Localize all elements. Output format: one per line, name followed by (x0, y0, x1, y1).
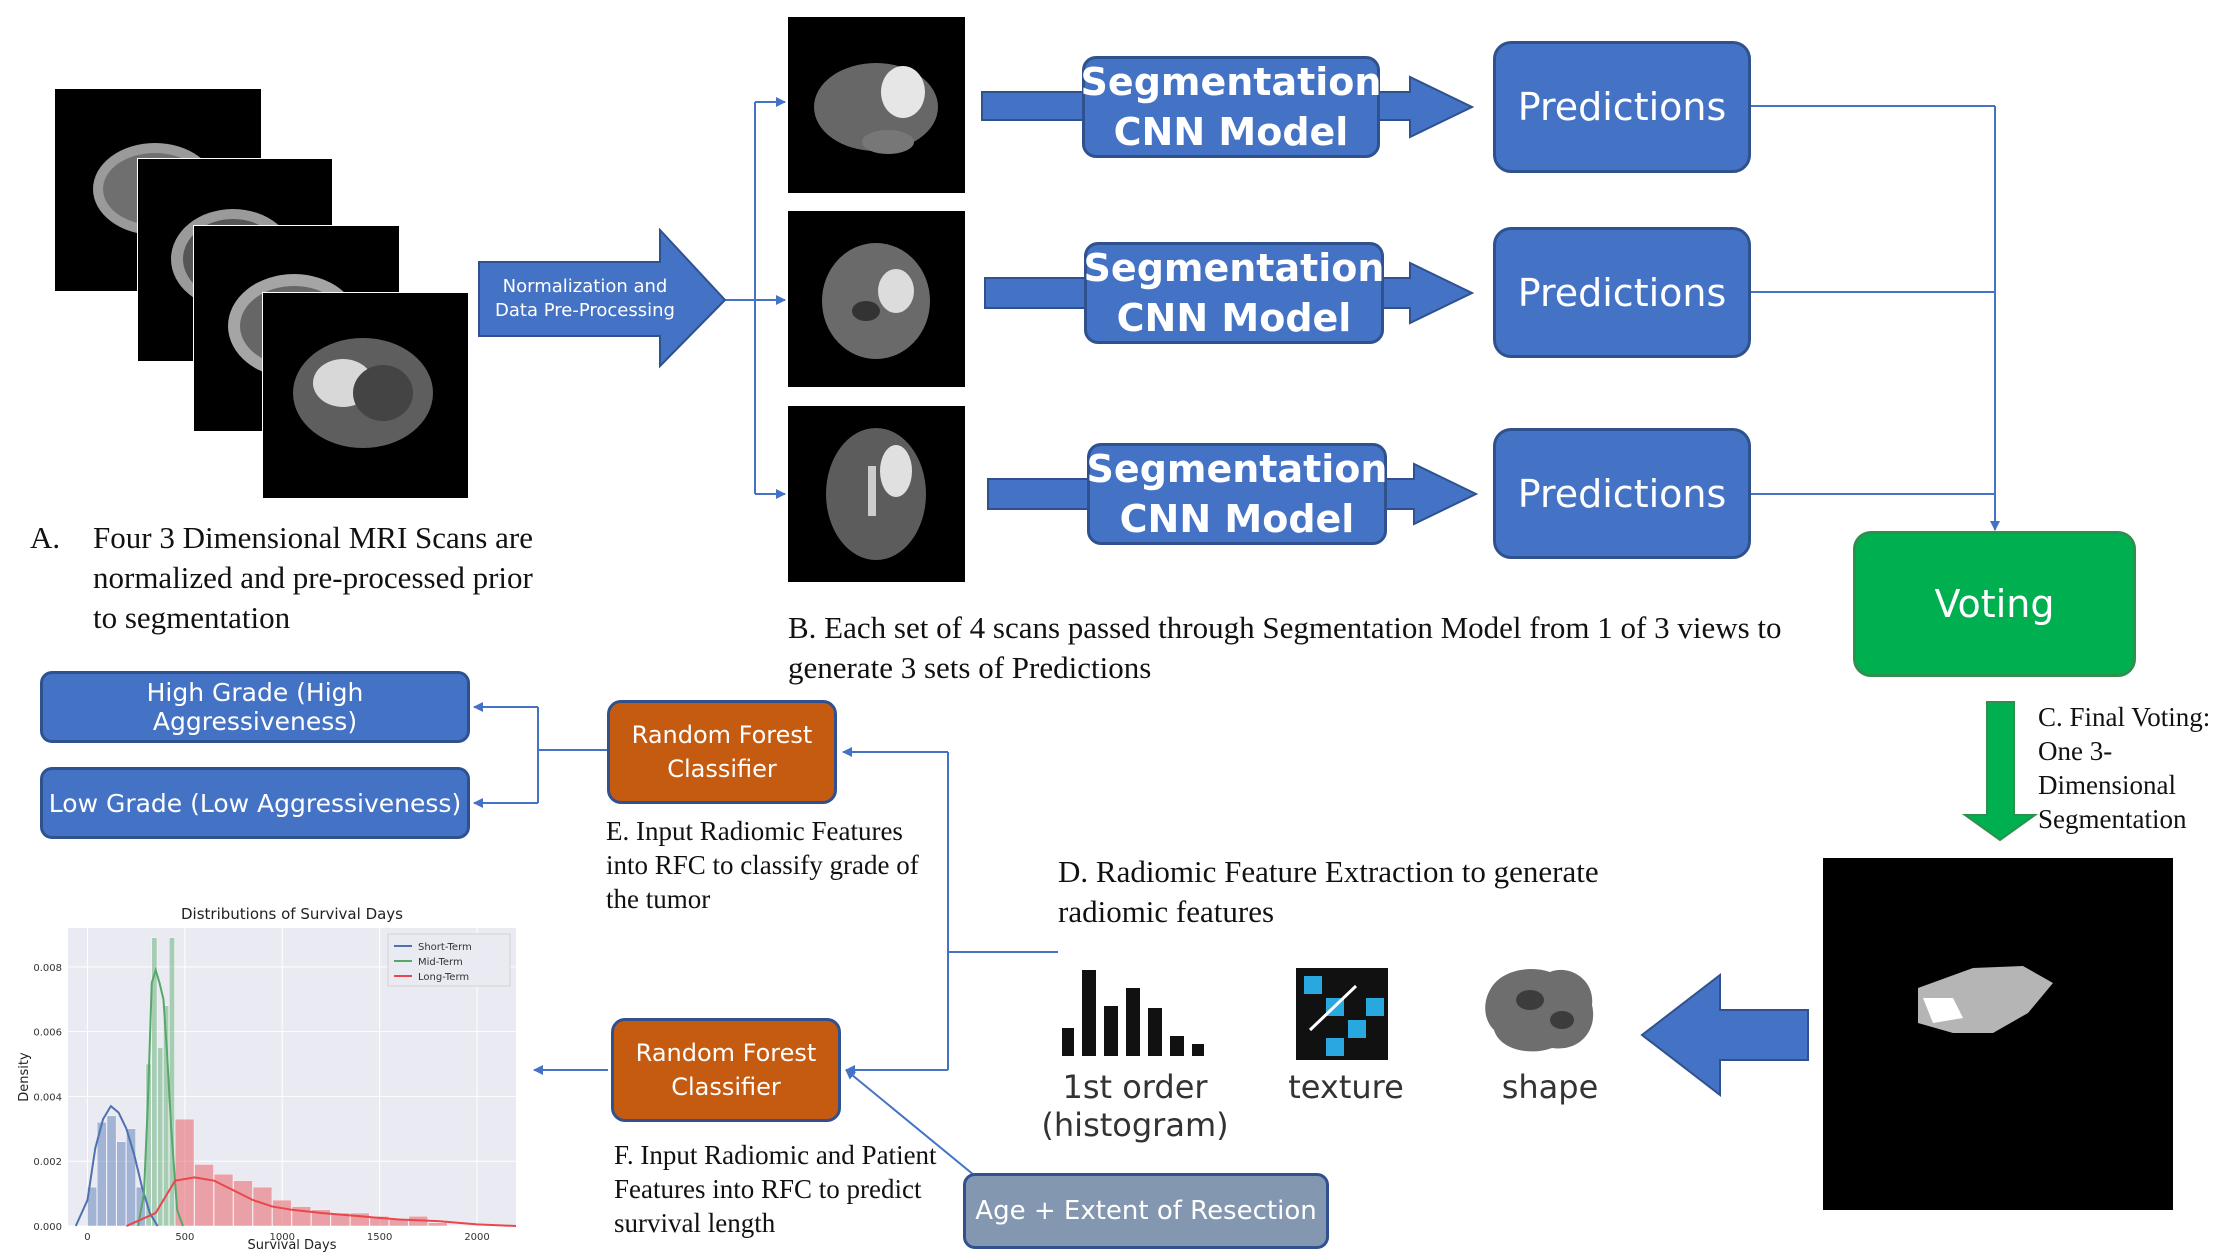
caption-b: B. Each set of 4 scans passed through Se… (788, 610, 1782, 685)
histogram-bar (126, 1128, 136, 1227)
caption-a-letter: A. (30, 520, 61, 555)
rfc-grade-line1: Random Forest (631, 721, 813, 749)
final-voting-arrow (1961, 701, 2039, 842)
histogram-bar (233, 1180, 253, 1227)
histogram-icon (1062, 970, 1204, 1056)
segmentation-model-3: Segmentation CNN Model (1087, 443, 1387, 545)
first-order-line1: 1st order (1062, 1068, 1208, 1106)
histogram-bar (428, 1222, 448, 1227)
view-scan-coronal (787, 210, 966, 388)
texture-label: texture (1288, 1068, 1404, 1106)
y-tick-label: 0.000 (33, 1222, 62, 1233)
survival-chart: Distributions of Survival Days 0 500 1000 1… (17, 905, 517, 1253)
extraction-arrow (1640, 972, 1809, 1098)
caption-f: F. Input Radiomic and Patient Features i… (614, 1140, 937, 1238)
legend-label: Long-Term (418, 972, 469, 983)
y-tick-label: 0.008 (33, 963, 62, 974)
legend-label: Mid-Term (418, 957, 463, 968)
x-tick-label: 2000 (464, 1232, 489, 1243)
chart-xlabel: Survival Days (248, 1238, 337, 1253)
texture-icon (1296, 968, 1388, 1060)
predictions-box-1: Predictions (1493, 41, 1751, 173)
histogram-bar (106, 1115, 117, 1227)
rfc-survival-line2: Classifier (671, 1073, 781, 1101)
view-scan-sagittal (787, 16, 966, 194)
kde-curve-mid-term (137, 966, 184, 1227)
rfc-survival-line1: Random Forest (635, 1039, 817, 1067)
caption-e: E. Input Radiomic Features into RFC to c… (606, 816, 919, 914)
histogram-bar (116, 1141, 127, 1227)
preprocess-arrow (478, 227, 727, 369)
y-tick-label: 0.006 (33, 1028, 62, 1039)
shape-label: shape (1501, 1068, 1599, 1106)
caption-a: Four 3 Dimensional MRI Scans are normali… (93, 520, 533, 635)
histogram-bar (163, 1005, 169, 1227)
voting-box: Voting (1853, 531, 2136, 677)
histogram-bar (272, 1199, 292, 1227)
chart-title: Distributions of Survival Days (181, 905, 403, 923)
chart-ylabel: Density (17, 1052, 32, 1102)
histogram-bar (330, 1212, 351, 1227)
mri-scan-4 (262, 292, 469, 499)
first-order-line2: (histogram) (1041, 1106, 1229, 1144)
y-tick-label: 0.002 (33, 1157, 62, 1168)
predictions-box-2: Predictions (1493, 227, 1751, 358)
final-segmentation-image (1822, 857, 2174, 1211)
high-grade-box: High Grade (High Aggressiveness) (40, 671, 470, 743)
histogram-bar (252, 1186, 273, 1227)
rfc-grade-box: Random Forest Classifier (607, 700, 837, 804)
rfc-survival-box: Random Forest Classifier (611, 1018, 841, 1122)
histogram-bar (194, 1164, 214, 1227)
histogram-bar (87, 1186, 97, 1227)
first-order-label: 1st order (histogram) (1040, 1068, 1230, 1144)
model-2-line2: CNN Model (1116, 296, 1352, 340)
kde-curve-long-term (126, 1176, 517, 1227)
low-grade-box: Low Grade (Low Aggressiveness) (40, 767, 470, 839)
model-1-line2: CNN Model (1113, 110, 1349, 154)
x-tick-label: 1500 (367, 1232, 392, 1243)
rfc-grade-line2: Classifier (667, 755, 777, 783)
patient-features-box: Age + Extent of Resection (963, 1173, 1329, 1249)
y-tick-label: 0.004 (33, 1092, 62, 1103)
x-tick-label: 0 (84, 1232, 90, 1243)
model-3-line1: Segmentation (1086, 447, 1388, 491)
model-2-line1: Segmentation (1083, 246, 1385, 290)
histogram-bar (369, 1216, 389, 1227)
x-tick-label: 500 (175, 1232, 194, 1243)
caption-d: D. Radiomic Feature Extraction to genera… (1058, 854, 1599, 929)
preprocess-label: Normalization and Data Pre-Processing (495, 276, 675, 321)
predictions-box-3: Predictions (1493, 428, 1751, 559)
shape-icon (1485, 969, 1594, 1052)
legend-label: Short-Term (418, 942, 472, 953)
caption-c: C. Final Voting: One 3-Dimensional Segme… (2038, 702, 2211, 834)
view-scan-axial (787, 405, 966, 583)
histogram-bar (151, 937, 158, 1227)
kde-curve-short-term (74, 1104, 159, 1227)
segmentation-model-2: Segmentation CNN Model (1084, 242, 1384, 344)
histogram-bar (157, 1047, 164, 1227)
segmentation-model-1: Segmentation CNN Model (1080, 56, 1382, 158)
model-3-line2: CNN Model (1119, 497, 1355, 541)
x-tick-label: 1000 (270, 1232, 295, 1243)
model-1-line1: Segmentation (1080, 60, 1382, 104)
